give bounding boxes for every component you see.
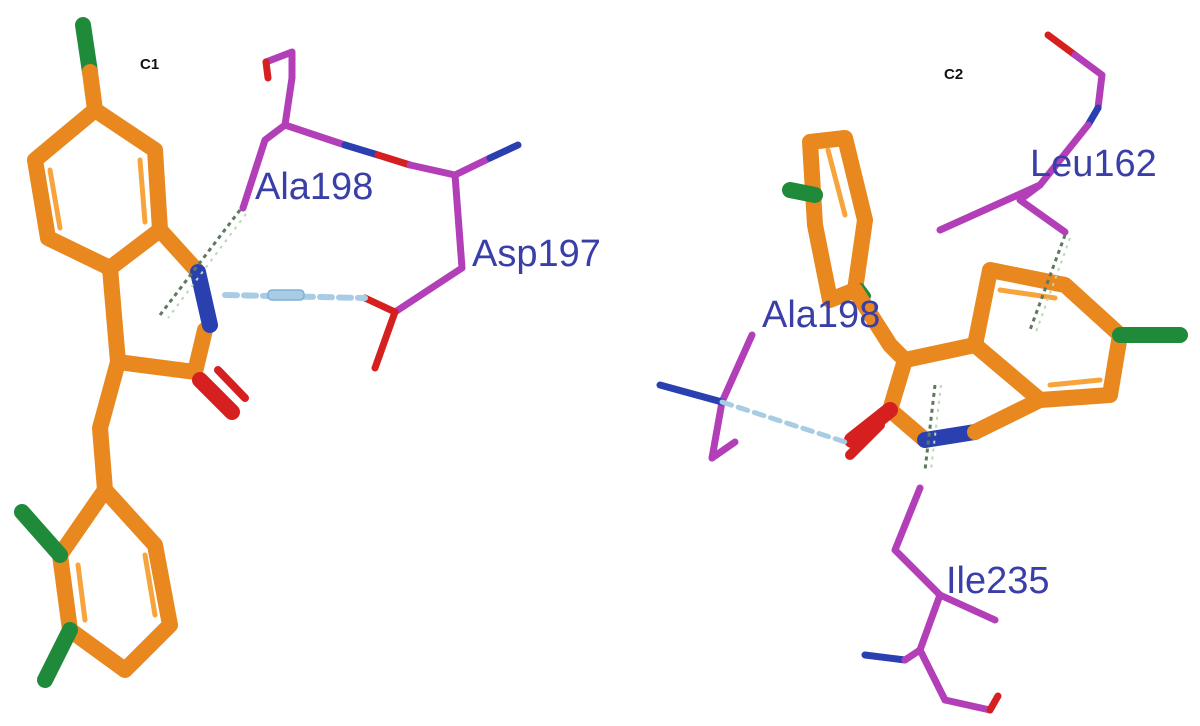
c2-residue-sticks	[656, 31, 1106, 714]
c1-asp197-backbone	[406, 154, 494, 179]
c1-ligand-cl-lower1	[14, 504, 68, 563]
residue-label-c1-asp197: Asp197	[472, 233, 601, 275]
c1-asp197-n	[486, 141, 522, 162]
c1-peptide-nitrogen	[341, 141, 382, 159]
c2-ile235-n	[861, 651, 909, 664]
c1-peptide-oxygen	[374, 151, 414, 169]
c2-ala198-stick	[708, 331, 756, 462]
c1-hbond-marker	[267, 289, 305, 301]
c2-ligand-cl-upper	[782, 182, 823, 203]
c1-ligand-nitrogen	[190, 264, 218, 333]
c2-ile235-sidechain	[891, 484, 999, 624]
c1-ligand-sticks	[14, 17, 249, 688]
c1-interactions	[158, 209, 368, 319]
c1-contact-ala198	[158, 209, 242, 316]
c1-ala198-oxygen	[262, 58, 272, 82]
c1-ligand-cl-lower2	[37, 622, 78, 688]
c2-leu162-backbone	[1071, 51, 1106, 112]
residue-label-c2-ala198: Ala198	[762, 294, 881, 336]
panel-label-c1: C1	[140, 56, 160, 73]
residue-label-c1-ala198: Ala198	[255, 166, 374, 208]
c1-ala198-stick	[239, 48, 296, 212]
c2-ligand-sticks	[782, 130, 1188, 460]
c2-ligand-carbonyl-o	[844, 402, 898, 448]
c1-ligand-carbonyl-o	[192, 372, 240, 420]
c2-upper-ring	[802, 130, 873, 308]
c2-ligand-nitrogen	[917, 424, 983, 448]
c1-lower-ring	[52, 482, 178, 678]
c1-asp197-od2	[371, 308, 399, 372]
c2-contact-ile235	[923, 384, 937, 471]
residue-label-c2-leu162: Leu162	[1030, 143, 1157, 185]
c2-ile235-o	[986, 692, 1002, 714]
c2-contact-leu162	[1028, 234, 1067, 331]
c1-peptide-carbon	[281, 121, 349, 149]
c1-residue-sticks	[239, 48, 522, 372]
residue-label-c2-ile235: Ile235	[946, 560, 1050, 602]
c1-asp197-sidechain	[391, 171, 466, 316]
c1-asp197-od1	[361, 294, 399, 316]
c2-interactions	[719, 234, 1071, 471]
c2-hbond-ala198	[719, 399, 848, 445]
panel-label-c2: C2	[944, 66, 964, 83]
c2-leu162-o	[1044, 31, 1079, 59]
c2-ala198-n	[656, 381, 726, 406]
